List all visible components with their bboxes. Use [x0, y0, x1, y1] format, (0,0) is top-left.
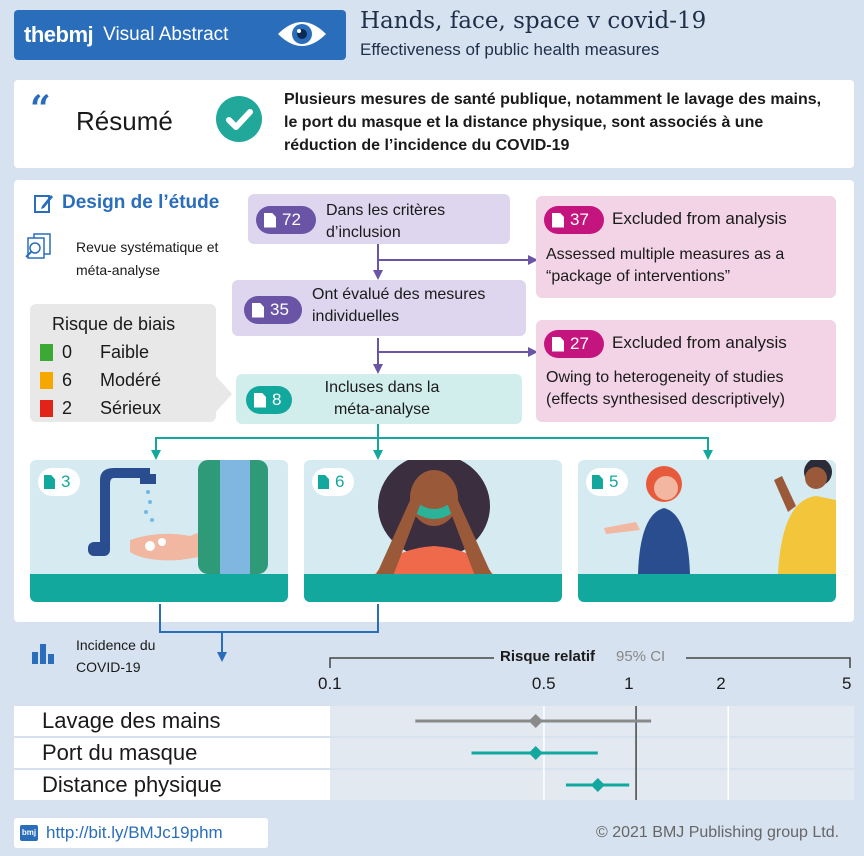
meta-text: Incluses dans la méta-analyse — [324, 379, 440, 418]
point-estimate — [528, 746, 543, 760]
summary-card — [14, 80, 854, 168]
excluded-title: Excluded from analysis — [612, 209, 787, 228]
meta-count-badge: 8 — [246, 386, 292, 414]
bmj-mini-logo: bmj — [20, 825, 38, 841]
document-search-icon — [25, 233, 51, 259]
document-icon — [40, 344, 53, 361]
bias-count: 0 — [62, 342, 73, 362]
summary-text: Plusieurs mesures de santé publique, not… — [284, 91, 822, 154]
point-estimate — [528, 714, 543, 728]
scene-count-badge: 3 — [38, 468, 81, 496]
quote-icon: “ — [30, 88, 51, 130]
count: 37 — [570, 210, 589, 229]
axis-tick-label: 5 — [842, 674, 852, 693]
axis-tick-label: 0.5 — [531, 674, 556, 693]
inclusion-text: Dans les critères d’inclusion — [326, 202, 446, 241]
document-icon — [40, 372, 53, 389]
document-icon — [252, 302, 264, 318]
document-icon — [40, 400, 53, 417]
distance-illustration — [604, 460, 836, 574]
floor — [304, 574, 562, 602]
bias-count: 2 — [62, 398, 73, 418]
copyright: © 2021 BMJ Publishing group Ltd. — [596, 824, 840, 841]
forest-row-label: Distance physique — [14, 770, 330, 800]
ci-label: 95% CI — [616, 648, 666, 665]
axis-title: Risque relatif — [500, 648, 596, 665]
scene-count-badge: 6 — [312, 468, 355, 496]
document-icon — [44, 475, 55, 489]
design-title: Design de l’étude — [62, 192, 220, 213]
bias-label: Sérieux — [100, 398, 162, 418]
scene-mask: 6 — [304, 460, 562, 602]
document-icon — [552, 212, 564, 228]
scene-count-badge: 5 — [586, 468, 629, 496]
count: 8 — [272, 390, 282, 409]
count: 6 — [335, 472, 345, 491]
bmj-logo: thebmj — [24, 22, 94, 47]
page-subtitle: Effectiveness of public health measures — [360, 40, 660, 59]
point-estimate — [590, 778, 605, 792]
bias-row: 6 Modéré — [38, 368, 208, 394]
document-icon — [254, 392, 266, 408]
pencil-icon — [34, 195, 53, 213]
bar-chart-icon — [32, 644, 54, 664]
brand-suffix: Visual Abstract — [103, 24, 229, 45]
excluded-text: Owing to heterogeneity of studies (effec… — [546, 369, 785, 408]
floor — [578, 574, 836, 602]
check-icon — [216, 96, 262, 142]
bias-title: Risque de biais — [52, 314, 176, 334]
count: 27 — [570, 334, 589, 353]
inclusion-count-badge: 72 — [256, 206, 316, 234]
bias-row: 0 Faible — [38, 340, 208, 366]
page-title: Hands, face, space v covid-19 — [360, 8, 707, 34]
floor — [30, 574, 288, 602]
bias-pointer — [214, 374, 232, 414]
bias-label: Modéré — [100, 370, 162, 390]
count: 3 — [61, 472, 71, 491]
study-type: Revue systématique et méta-analyse — [76, 239, 219, 278]
count: 5 — [609, 472, 619, 491]
count: 72 — [282, 210, 301, 229]
axis-tick-label: 2 — [716, 674, 726, 693]
axis-tick-label: 1 — [624, 674, 634, 693]
individual-text: Ont évalué des mesures individuelles — [312, 286, 486, 325]
excluded-text: Assessed multiple measures as a “package… — [546, 246, 785, 285]
document-icon — [552, 336, 564, 352]
document-icon — [318, 475, 329, 489]
count: 35 — [270, 300, 289, 319]
excluded-title: Excluded from analysis — [612, 333, 787, 352]
scene-handwashing: 3 — [30, 460, 288, 602]
individual-count-badge: 35 — [244, 296, 302, 324]
axis-tick-label: 0.1 — [318, 674, 342, 693]
forest-row-label: Lavage des mains — [14, 706, 330, 736]
handwashing-illustration — [88, 460, 268, 574]
document-icon — [592, 475, 603, 489]
excluded-count-badge: 27 — [544, 330, 604, 358]
outcome-label: Incidence du COVID-19 — [76, 637, 156, 675]
bias-row: 2 Sérieux — [38, 396, 208, 422]
forest-row-label: Port du masque — [14, 738, 330, 768]
summary-label: Résumé — [76, 106, 173, 136]
excluded-count-badge: 37 — [544, 206, 604, 234]
bias-count: 6 — [62, 370, 73, 390]
scene-distance: 5 — [578, 460, 836, 602]
eye-icon — [278, 22, 326, 46]
document-icon — [264, 212, 276, 228]
source-link[interactable]: http://bit.ly/BMJc19phm — [14, 818, 268, 848]
bias-label: Faible — [100, 342, 150, 362]
bias-box — [30, 304, 216, 422]
